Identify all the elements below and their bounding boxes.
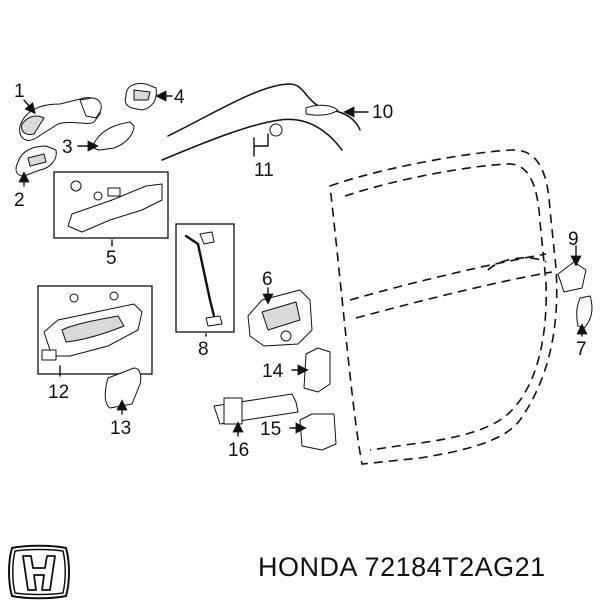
handle-cover-part-13 (104, 367, 142, 409)
honda-h-logo-icon (8, 544, 70, 600)
inner-door-handle-part-12 (41, 291, 143, 361)
callout-4: 4 (174, 87, 185, 108)
callout-11: 11 (254, 160, 274, 181)
callout-15: 15 (260, 419, 281, 440)
callout-5: 5 (106, 248, 117, 269)
callout-6: 6 (262, 269, 273, 290)
lock-rod-part-8 (184, 231, 223, 327)
handle-bezel-part-2 (15, 145, 57, 177)
callout-1: 1 (14, 81, 25, 102)
lower-hinge-part-15 (299, 413, 337, 451)
part-8-box (175, 223, 235, 333)
leader-lines (18, 90, 588, 437)
part-12-box (37, 285, 153, 375)
upper-hinge-part-14 (303, 347, 331, 393)
callout-16: 16 (228, 440, 249, 461)
outer-door-handle-part-1 (19, 97, 102, 141)
brand-name: HONDA (258, 552, 357, 582)
callout-3: 3 (62, 137, 73, 158)
callout-12: 12 (48, 382, 69, 403)
handle-cap-part-4 (124, 83, 157, 111)
handle-pad-part-3 (93, 121, 135, 151)
callout-13: 13 (110, 418, 131, 439)
handle-frame-part-5 (67, 180, 163, 233)
door-latch-part-6 (247, 289, 313, 347)
part-number: 72184T2AG21 (364, 552, 546, 582)
callout-14: 14 (262, 361, 284, 382)
door-cables-part-10-11 (161, 83, 361, 161)
callout-7: 7 (576, 339, 587, 360)
callout-8: 8 (198, 339, 209, 360)
rear-door-outline (329, 149, 558, 465)
door-buffer-part-7 (576, 295, 593, 329)
door-striker-part-9 (557, 261, 587, 293)
door-check-part-16 (213, 393, 299, 425)
part-5-box (53, 171, 169, 239)
part-number-caption: HONDA 72184T2AG21 (258, 552, 546, 583)
callout-2: 2 (14, 190, 25, 211)
callout-9: 9 (568, 229, 579, 250)
callout-10: 10 (372, 102, 393, 123)
